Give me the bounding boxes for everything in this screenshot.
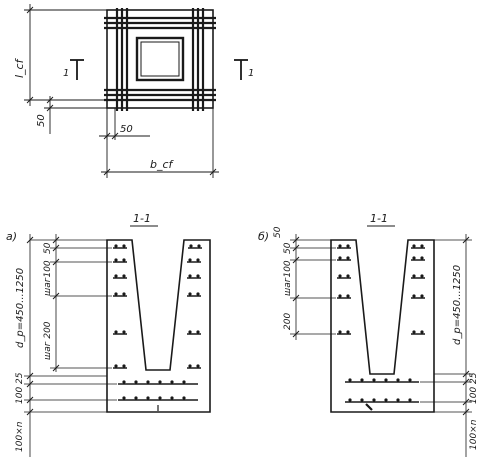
section-a-outline <box>106 239 211 413</box>
plan-view: 1 1 l_cf 50 <box>13 4 254 178</box>
a-dim-step200: шаг 200 <box>43 321 53 360</box>
section-mark-right: 1 <box>234 59 254 80</box>
section-a-rebar-dots <box>114 244 201 400</box>
section-a: a) 1-1 <box>6 212 211 457</box>
section-b-ticks-left <box>292 236 300 338</box>
plan-outline <box>106 9 214 109</box>
section-b-outline <box>330 239 435 413</box>
b-dim-step100: шаг100 <box>283 260 293 296</box>
section-b-title: 1-1 <box>370 212 388 225</box>
dim-offset-h-label: 50 <box>120 124 133 135</box>
b-dim-25: 25 <box>469 372 479 384</box>
b-dim-base: 100×n <box>469 419 479 450</box>
b-dim-50a: 50 <box>273 226 283 238</box>
b-dim-100: 100 <box>469 387 479 404</box>
section-b-dims-right <box>420 234 472 457</box>
section-a-dims <box>24 234 117 457</box>
svg-text:1: 1 <box>63 68 69 79</box>
a-dim-height-range: d_p=450...1250 <box>15 268 26 348</box>
section-b-ticks-right <box>462 236 470 416</box>
dim-bcf <box>101 108 219 178</box>
a-dim-100: 100 <box>15 387 25 404</box>
dim-bcf-label: b_cf <box>150 158 175 171</box>
section-a-rebar <box>113 247 202 401</box>
section-a-ticks <box>26 236 60 416</box>
a-dim-50: 50 <box>43 242 53 254</box>
a-dim-step100: шаг100 <box>43 260 53 296</box>
plan-column-socket <box>135 36 185 82</box>
section-b-dims-left <box>290 234 336 340</box>
section-mark-left: 1 <box>63 59 84 80</box>
a-dim-25: 25 <box>15 372 25 384</box>
plan-column-socket-inner <box>140 41 180 77</box>
dim-lcf <box>24 4 107 106</box>
section-b-rebar <box>337 247 425 403</box>
dim-offset-v-label: 50 <box>36 114 47 127</box>
dim-lcf-label: l_cf <box>13 57 26 78</box>
variant-b-letter: б) <box>258 230 269 243</box>
a-dim-base: 100×n <box>15 421 25 452</box>
plan-rebar-vertical <box>115 8 205 111</box>
dim-offset-v <box>44 96 107 134</box>
section-b: б) 1-1 <box>258 212 479 457</box>
section-b-rebar-dots <box>338 244 424 402</box>
b-dim-step200: 200 <box>283 313 293 330</box>
svg-text:1: 1 <box>248 68 254 79</box>
plan-rebar-horizontal <box>104 16 216 102</box>
b-dim-50b: 50 <box>283 242 293 254</box>
b-dim-height-range: d_p=450...1250 <box>452 265 463 345</box>
section-a-title: 1-1 <box>133 212 151 225</box>
variant-a-letter: a) <box>6 230 17 243</box>
